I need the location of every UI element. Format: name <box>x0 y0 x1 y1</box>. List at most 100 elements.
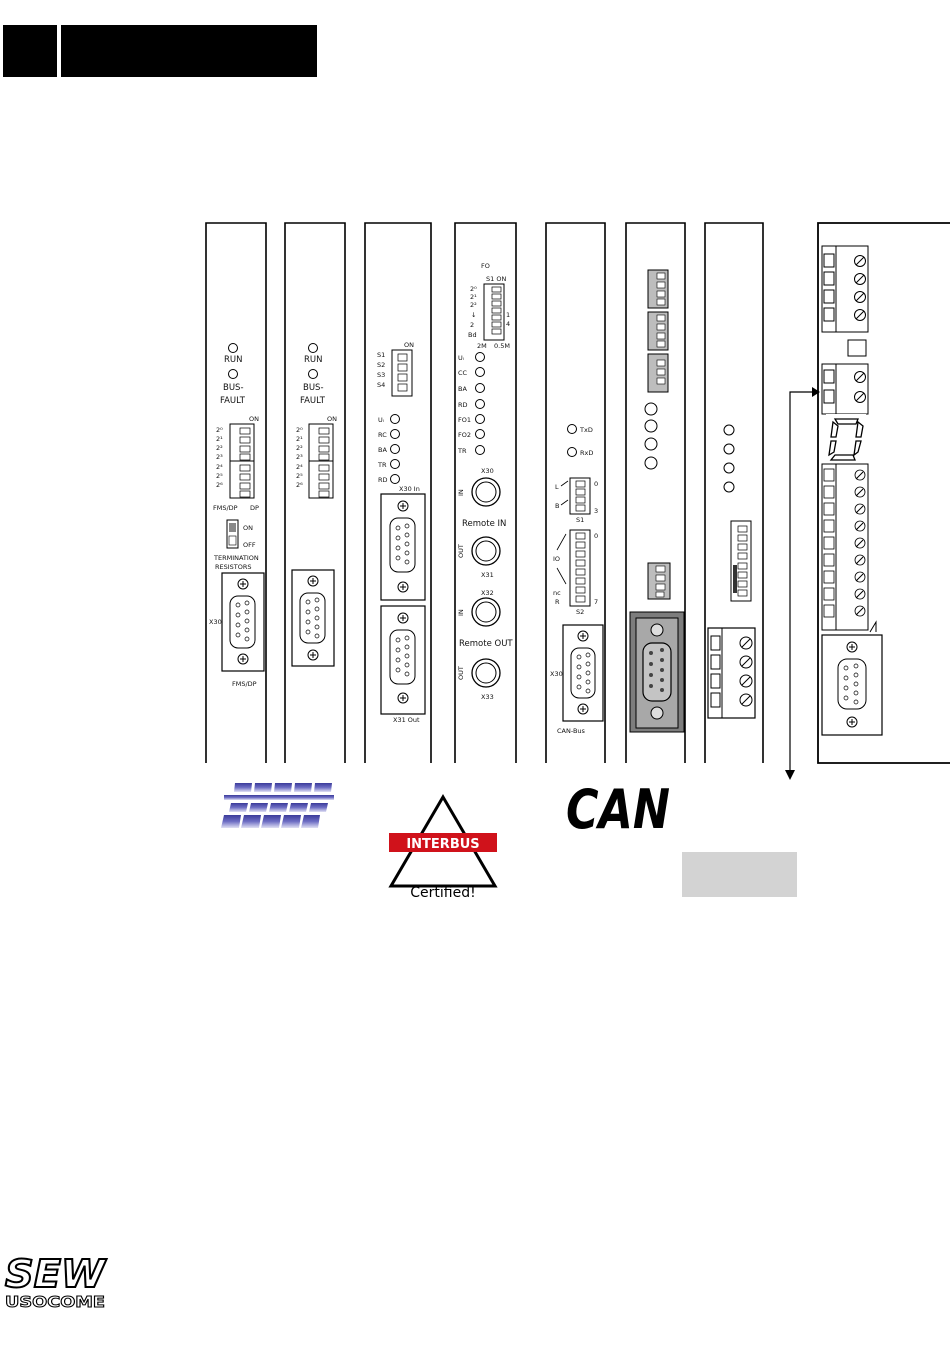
status-led <box>644 437 658 451</box>
address-dip-switch[interactable] <box>308 423 334 499</box>
termination-label-1: TERMINATION <box>213 554 259 562</box>
interbus-certified-text: Certified! <box>410 885 475 901</box>
can-sub-d-connector-x30[interactable] <box>562 624 604 722</box>
module-can: TxD RxD L B 0 3 S1 0 7 IO nc R S2 <box>545 222 606 763</box>
busfault-label-2: FAULT <box>300 396 326 406</box>
switch-label: S1 <box>377 351 385 359</box>
module-7 <box>704 222 764 763</box>
switch-power-label: 2⁴ <box>296 463 303 471</box>
base-sub-d-connector[interactable] <box>821 634 883 736</box>
module-6 <box>625 222 686 763</box>
dip-on-label: ON <box>249 415 259 423</box>
module-bottom-label: FMS/DP <box>232 680 257 688</box>
led-label: TR <box>377 461 387 469</box>
switch-number: 0 <box>594 532 598 540</box>
interbus-certified-logo: INTERBUS Certified! <box>388 794 498 901</box>
led-label: BA <box>458 385 467 393</box>
dip-switch[interactable] <box>730 520 752 602</box>
x33-label: X33 <box>481 693 494 701</box>
switch-number: 0 <box>594 480 598 488</box>
s1-dip-switch[interactable] <box>569 477 591 515</box>
fiber-optic-port-x31[interactable] <box>471 536 501 566</box>
switch-power-label: 2³ <box>296 453 303 461</box>
base-unit <box>817 222 950 764</box>
rxd-label: RxD <box>580 449 593 457</box>
gray-placeholder-box <box>682 852 797 897</box>
rxd-led <box>567 447 577 457</box>
termination-label-2: RESISTORS <box>215 563 252 571</box>
terminal-block[interactable] <box>707 627 756 719</box>
dip-switch-block-top[interactable] <box>647 269 669 393</box>
switch-label: S3 <box>377 371 385 379</box>
usocome-logo-text: USOCOME <box>5 1293 105 1311</box>
seven-segment-display <box>826 414 866 464</box>
port-out-label: OUT <box>457 666 465 680</box>
termination-switch[interactable] <box>226 519 239 549</box>
remote-bus-out-connector-x31[interactable] <box>380 605 426 715</box>
sub-d-connector[interactable] <box>291 569 335 667</box>
x30-label: X30 <box>209 618 222 626</box>
fiber-optic-port-x33[interactable] <box>471 658 501 688</box>
remote-in-label: Remote IN <box>462 519 506 529</box>
sub-d-connector-large[interactable] <box>629 611 685 733</box>
can-logo: CAN <box>566 778 670 841</box>
busfault-label-2: FAULT <box>220 396 246 406</box>
busfault-label-1: BUS- <box>303 383 324 393</box>
insertion-arrow <box>785 387 820 780</box>
remote-bus-in-connector-x30[interactable] <box>380 493 426 601</box>
dip-switch-small[interactable] <box>647 562 671 600</box>
txd-led <box>567 424 577 434</box>
sew-usocome-logo: SEW USOCOME <box>4 1251 108 1312</box>
s1-dip-switch[interactable] <box>483 283 505 341</box>
speed-2m-label: 2M <box>477 342 487 350</box>
led-label: BA <box>378 446 387 454</box>
port-in-label: IN <box>457 609 465 616</box>
mode-dp-label: DP <box>250 504 259 512</box>
sub-d-connector-x30[interactable] <box>221 572 265 672</box>
status-led <box>723 443 735 455</box>
remote-out-label: Remote OUT <box>459 639 513 649</box>
module-bottom-label: CAN-Bus <box>557 727 586 735</box>
led-label: Uₗ <box>378 416 384 424</box>
terminal-block-top[interactable] <box>821 245 869 333</box>
header-tab-small <box>3 25 57 77</box>
termination-on-label: ON <box>243 524 253 532</box>
switch-label: 2¹ <box>470 293 477 301</box>
busfault-led <box>228 369 238 379</box>
s1-on-label: S1 ON <box>486 275 506 283</box>
s2-dip-switch[interactable] <box>569 529 591 607</box>
switch-power-label: 2⁵ <box>216 472 223 480</box>
address-dip-switch[interactable] <box>229 423 255 499</box>
switch-label: 1 <box>506 311 510 319</box>
switch-power-label: 2¹ <box>216 435 223 443</box>
s1-s4-dip-switch[interactable] <box>391 349 413 397</box>
switch-number: 7 <box>594 598 598 606</box>
run-label: RUN <box>224 355 243 365</box>
small-switch[interactable] <box>847 339 867 357</box>
module-dp: RUN BUS- FAULT ON 2⁰ 2¹ 2² 2³ 2⁴ 2⁵ 2⁶ <box>284 222 346 763</box>
io-label: IO <box>553 555 560 563</box>
port-out-label: OUT <box>457 544 465 558</box>
dip-on-label: ON <box>327 415 337 423</box>
switch-label: 4 <box>506 320 510 328</box>
led-label: RC <box>378 431 387 439</box>
terminal-block-middle[interactable] <box>821 363 869 415</box>
port-in-label: IN <box>457 489 465 496</box>
terminal-block-long[interactable] <box>821 463 869 631</box>
x31-out-label: X31 Out <box>393 716 420 724</box>
fo2-led <box>475 429 485 439</box>
switch-label: S4 <box>377 381 385 389</box>
status-led <box>644 419 658 433</box>
x30-label: X30 <box>481 467 494 475</box>
switch-power-label: 2² <box>216 444 223 452</box>
busfault-label-1: BUS- <box>223 383 244 393</box>
speed-05m-label: 0.5M <box>494 342 510 350</box>
r-label: R <box>555 598 560 606</box>
fiber-optic-port-x30[interactable] <box>471 477 501 507</box>
fiber-optic-port-x32[interactable] <box>471 597 501 627</box>
status-led <box>723 462 735 474</box>
led-label: Uₗ <box>458 354 464 362</box>
fo-label: FO <box>481 262 490 270</box>
x32-label: X32 <box>481 589 494 597</box>
